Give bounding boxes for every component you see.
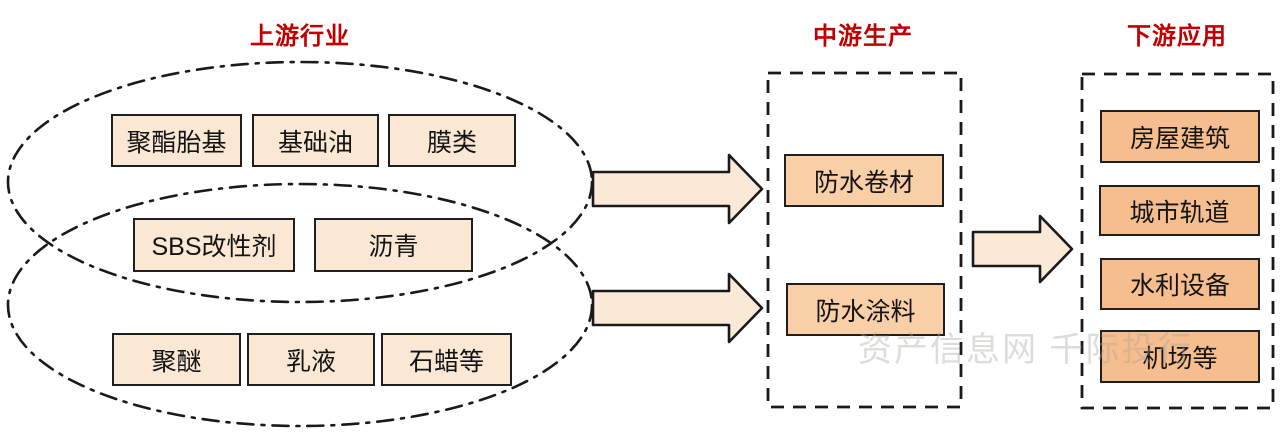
downstream-box-urban-rail: 城市轨道 — [1099, 185, 1260, 236]
downstream-box-water-conservancy: 水利设备 — [1100, 258, 1260, 310]
upstream-box-polyester-base: 聚酯胎基 — [111, 114, 242, 167]
upstream-ellipse-top — [6, 60, 594, 304]
upstream-box-sbs-modifier: SBS改性剂 — [133, 218, 295, 272]
downstream-box-housing: 房屋建筑 — [1100, 110, 1260, 163]
downstream-dashed-frame — [1080, 72, 1275, 410]
arrow-upstream-to-membrane-icon — [591, 153, 764, 225]
arrow-upstream-to-coating-icon — [591, 272, 764, 344]
downstream-box-airports: 机场等 — [1100, 330, 1260, 383]
midstream-title: 中游生产 — [813, 23, 913, 50]
upstream-box-paraffin: 石蜡等 — [381, 333, 512, 386]
upstream-title: 上游行业 — [250, 23, 350, 50]
upstream-ellipse-bottom — [6, 182, 594, 428]
downstream-title: 下游应用 — [1127, 23, 1227, 50]
midstream-box-waterproof-coating: 防水涂料 — [786, 283, 945, 336]
arrow-midstream-to-downstream-icon — [971, 214, 1074, 284]
upstream-box-films: 膜类 — [388, 114, 516, 167]
upstream-box-emulsion: 乳液 — [247, 333, 375, 386]
upstream-box-base-oil: 基础油 — [252, 114, 379, 167]
midstream-dashed-frame — [766, 71, 963, 409]
upstream-box-polyether: 聚醚 — [112, 333, 241, 386]
midstream-box-waterproof-membrane: 防水卷材 — [784, 154, 944, 207]
upstream-box-asphalt: 沥青 — [314, 218, 473, 272]
